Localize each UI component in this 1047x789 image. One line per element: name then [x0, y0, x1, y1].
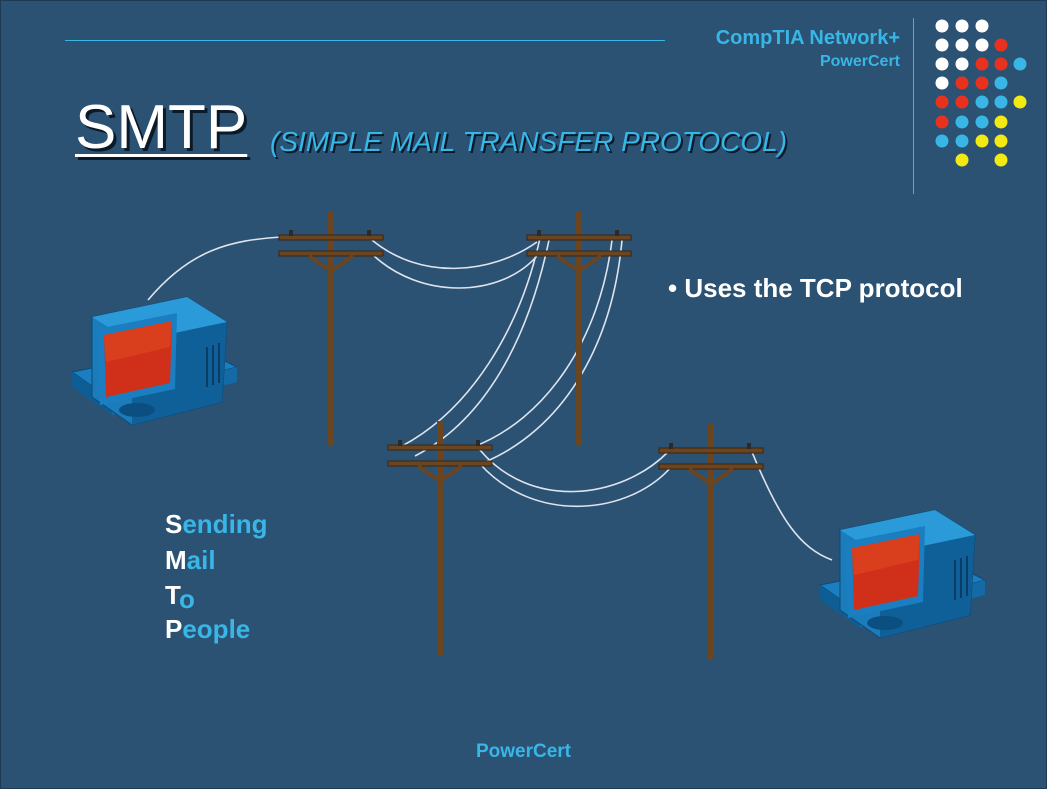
utility-pole-icon: [386, 419, 494, 658]
utility-pole-icon: [657, 422, 765, 661]
page-title: SMTP: [75, 93, 248, 162]
acronym-line: To: [165, 580, 195, 614]
brand-subtitle: PowerCert: [819, 53, 900, 70]
acronym-line: Mail: [165, 545, 216, 575]
page-subtitle: (SIMPLE MAIL TRANSFER PROTOCOL): [270, 126, 788, 157]
acronym-line: Sending: [165, 509, 268, 539]
cable-wires: [147, 236, 833, 561]
computer-icon: [819, 509, 986, 639]
bullet-item: • Uses the TCP protocol: [668, 273, 963, 303]
acronym-line: People: [165, 614, 251, 644]
computer-icon: [71, 296, 238, 426]
brand-title: CompTIA Network+: [715, 27, 900, 49]
header-divider: [913, 18, 914, 194]
header-rule: [65, 40, 665, 41]
utility-pole-icon: [525, 209, 633, 448]
footer-brand: PowerCert: [475, 741, 572, 762]
dot-grid-logo: [935, 19, 1027, 167]
utility-pole-icon: [277, 209, 385, 448]
